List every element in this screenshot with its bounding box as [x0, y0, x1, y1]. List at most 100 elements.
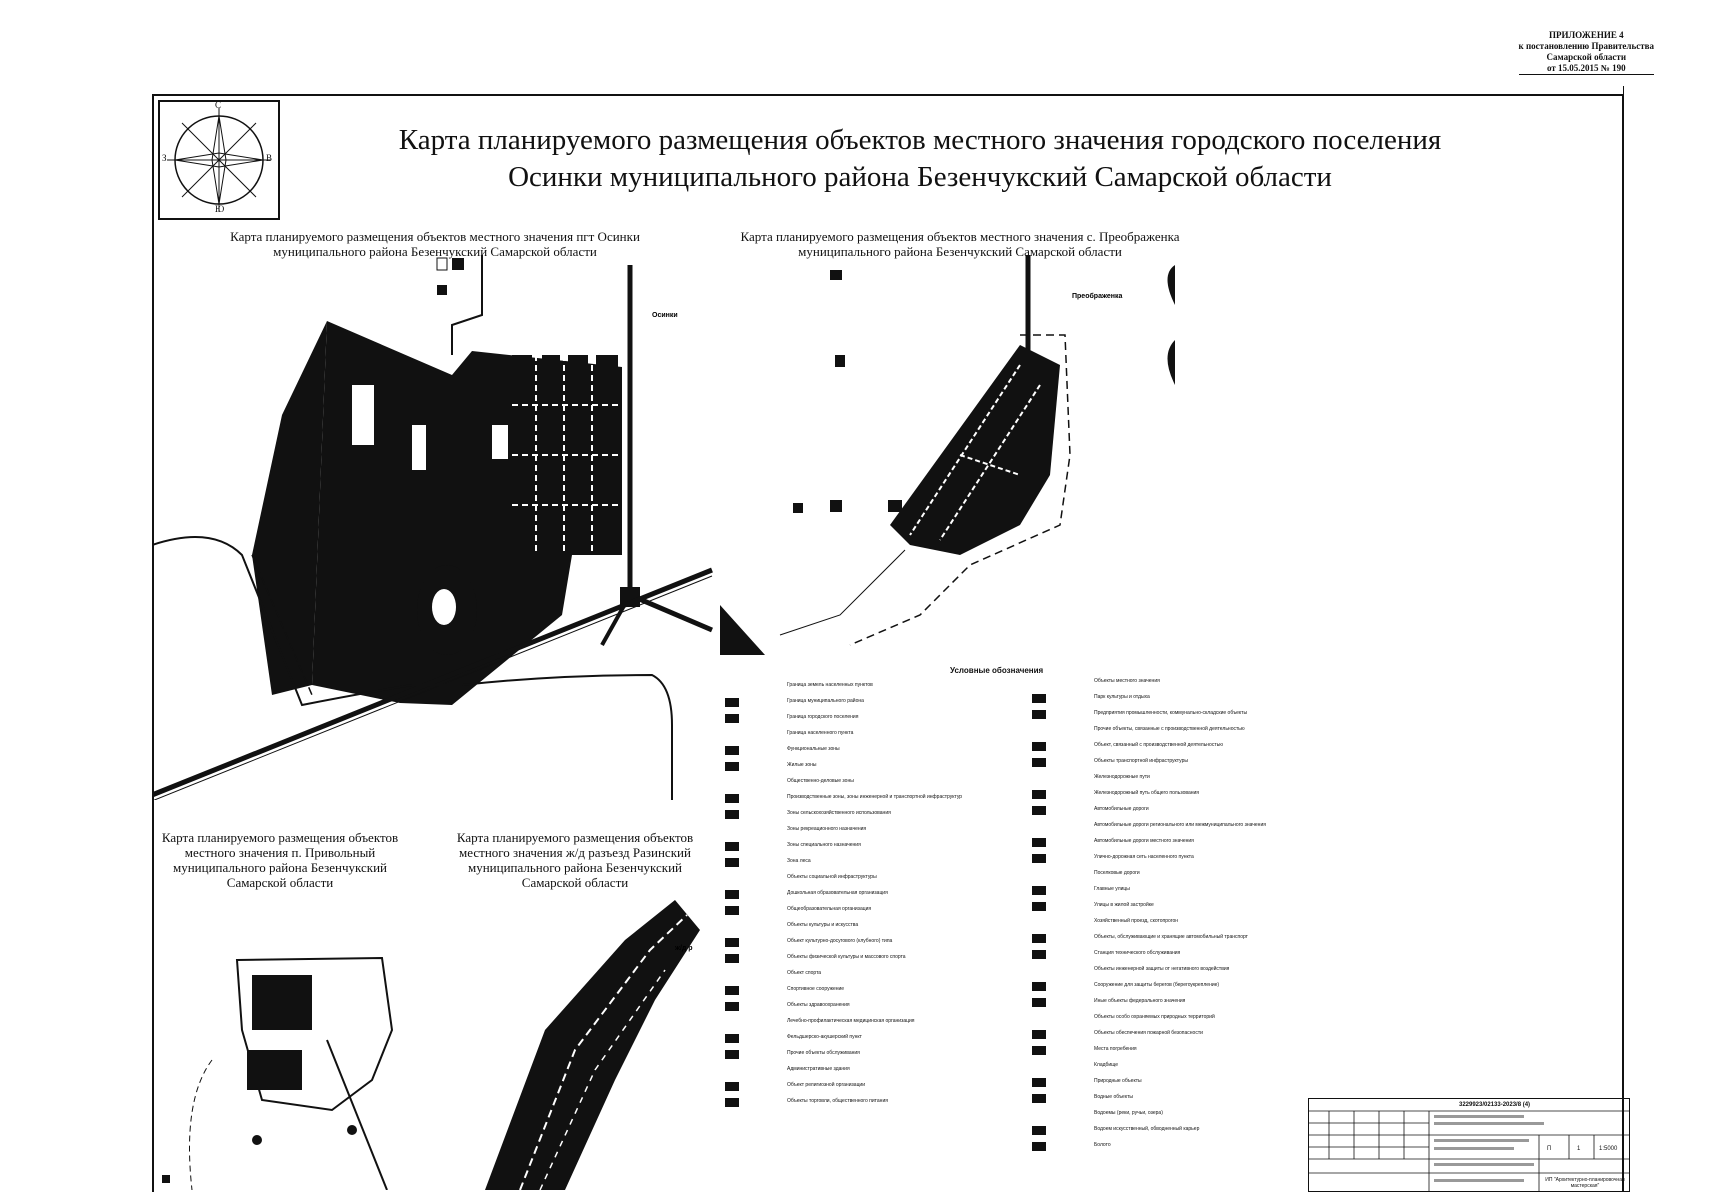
legend-item: Улично-дорожная сеть населенного пункта [1032, 852, 1302, 868]
osinki-residential-zone [252, 321, 327, 695]
legend-symbol [725, 714, 739, 723]
privolny-object-icon [347, 1125, 357, 1135]
legend-symbol [1032, 758, 1046, 767]
privolny-map [162, 956, 394, 1190]
legend-symbol [1032, 822, 1046, 831]
legend-label: Лечебно-профилактическая медицинская орг… [787, 1018, 915, 1024]
legend-symbol [1032, 1142, 1046, 1151]
legend-item: Объекты транспортной инфраструктуры [1032, 756, 1302, 772]
legend-label: Объекты местного значения [1094, 678, 1160, 684]
legend-label: Объекты торговли, общественного питания [787, 1098, 888, 1104]
privolny-boundary [235, 956, 394, 1112]
legend-label: Зоны специального назначения [787, 842, 861, 848]
privolny-title-line-2: местного значения п. Привольный [184, 845, 376, 860]
preob-water-body [1167, 265, 1175, 305]
legend-symbol [1032, 838, 1046, 847]
legend-label: Граница городского поселения [787, 714, 859, 720]
legend-label: Места погребения [1094, 1046, 1137, 1052]
legend-label: Объект спорта [787, 970, 822, 976]
preob-water-body [1167, 340, 1175, 385]
legend-item: Объекты торговли, общественного питания [725, 1096, 1035, 1112]
legend-label: Общественно-деловые зоны [787, 778, 854, 784]
legend-item: Прочие объекты, связанные с производстве… [1032, 724, 1302, 740]
legend-item: Хозяйственный проезд, скотопрогон [1032, 916, 1302, 932]
legend-label: Фельдшерско-акушерский пункт [787, 1034, 862, 1040]
legend-item: Парк культуры и отдыха [1032, 692, 1302, 708]
legend-item: Объект культурно-досугового (клубного) т… [725, 936, 1035, 952]
preob-boundary [849, 334, 1071, 646]
preob-built-area [890, 345, 1060, 555]
legend-label: Объекты, обслуживающие и хранящие автомо… [1094, 934, 1248, 940]
preob-streets [909, 364, 1041, 541]
osinki-streets [512, 355, 622, 555]
legend-label: Объекты особо охраняемых природных терри… [1094, 1014, 1215, 1020]
legend-label: Объект, связанный с производственной дея… [1094, 742, 1223, 748]
legend-symbol [1032, 982, 1046, 991]
legend-symbol [1032, 742, 1046, 751]
legend-item: Железнодорожный путь общего пользования [1032, 788, 1302, 804]
settlement-boundary [251, 554, 313, 696]
legend-symbol [1032, 694, 1046, 703]
legend-item: Улицы в жилой застройке [1032, 900, 1302, 916]
privolny-built-area [252, 975, 312, 1030]
legend-symbol [1032, 1062, 1046, 1071]
legend-label: Автомобильные дороги [1094, 806, 1149, 812]
osinki-label: Осинки [652, 312, 678, 319]
legend-item: Граница населенного пункта [725, 728, 1035, 744]
legend-item: Главные улицы [1032, 884, 1302, 900]
legend-label: Объект религиозной организации [787, 1082, 866, 1088]
legend-item: Объекты здравоохранения [725, 1000, 1035, 1016]
legend-symbol [725, 1018, 739, 1027]
legend-item: Функциональные зоны [725, 744, 1035, 760]
legend-item: Поселковые дороги [1032, 868, 1302, 884]
osinki-road-east [629, 592, 713, 633]
privolny-title-line-1: Карта планируемого размещения объектов [161, 830, 399, 845]
legend-item: Объект религиозной организации [725, 1080, 1035, 1096]
legend-label: Железнодорожные пути [1094, 774, 1150, 780]
legend-item: Зоны специального назначения [725, 840, 1035, 856]
railway-edge [153, 575, 713, 800]
razinsky-railway-corridor [485, 900, 700, 1190]
legend-item: Водные объекты [1032, 1092, 1302, 1108]
legend-label: Объекты обеспечения пожарной безопасност… [1094, 1030, 1203, 1036]
legend-symbol [725, 826, 739, 835]
legend-item: Станция технического обслуживания [1032, 948, 1302, 964]
legend-item: Объект, связанный с производственной дея… [1032, 740, 1302, 756]
legend-symbol [725, 1098, 739, 1107]
razinsky-title-line-4: Самарской области [521, 875, 629, 890]
legend-symbol [1032, 726, 1046, 735]
razinsky-title-line-3: муниципального района Безенчукский [467, 860, 683, 875]
privolny-title-line-3: муниципального района Безенчукский [172, 860, 388, 875]
legend-item: Зона леса [725, 856, 1035, 872]
legend-item: Общественно-деловые зоны [725, 776, 1035, 792]
legend-label: Объекты здравоохранения [787, 1002, 850, 1008]
legend-label: Хозяйственный проезд, скотопрогон [1094, 918, 1179, 924]
preob-object-icon [835, 355, 845, 367]
legend-label: Водоем искусственный, обводненный карьер [1094, 1126, 1200, 1132]
legend-symbol [1032, 950, 1046, 959]
legend-item: Автомобильные дороги регионального или м… [1032, 820, 1302, 836]
razinsky-title-line-2: местного значения ж/д разъезд Разинский [459, 845, 691, 860]
privolny-object-icon [162, 1175, 170, 1183]
preobrazhenka-title-line-1: Карта планируемого размещения объектов м… [740, 229, 1180, 244]
legend-label: Граница земель населенных пунктов [787, 682, 873, 688]
legend-label: Улицы в жилой застройке [1094, 902, 1154, 908]
legend-label: Прочие объекты обслуживания [787, 1050, 860, 1056]
legend-item: Автомобильные дороги [1032, 804, 1302, 820]
privolny-map-title: Карта планируемого размещения объектов м… [155, 830, 405, 890]
legend-symbol [725, 1082, 739, 1091]
legend-symbol [725, 874, 739, 883]
annex-line-3: Самарской области [1546, 52, 1627, 62]
osinki-title-line-2: муниципального района Безенчукский Самар… [273, 244, 597, 259]
compass-west: З [162, 153, 167, 163]
legend-item: Граница земель населенных пунктов [725, 680, 1035, 696]
railway [152, 567, 713, 798]
legend-label: Объекты транспортной инфраструктуры [1094, 758, 1188, 764]
title-block-grid [1309, 1110, 1629, 1191]
legend-item: Водоем искусственный, обводненный карьер [1032, 1124, 1302, 1140]
legend-item: Водоемы (реки, ручьи, озера) [1032, 1108, 1302, 1124]
legend-item: Жилые зоны [725, 760, 1035, 776]
compass-rose: С Ю З В [158, 100, 280, 220]
osinki-object-icon [437, 285, 447, 295]
